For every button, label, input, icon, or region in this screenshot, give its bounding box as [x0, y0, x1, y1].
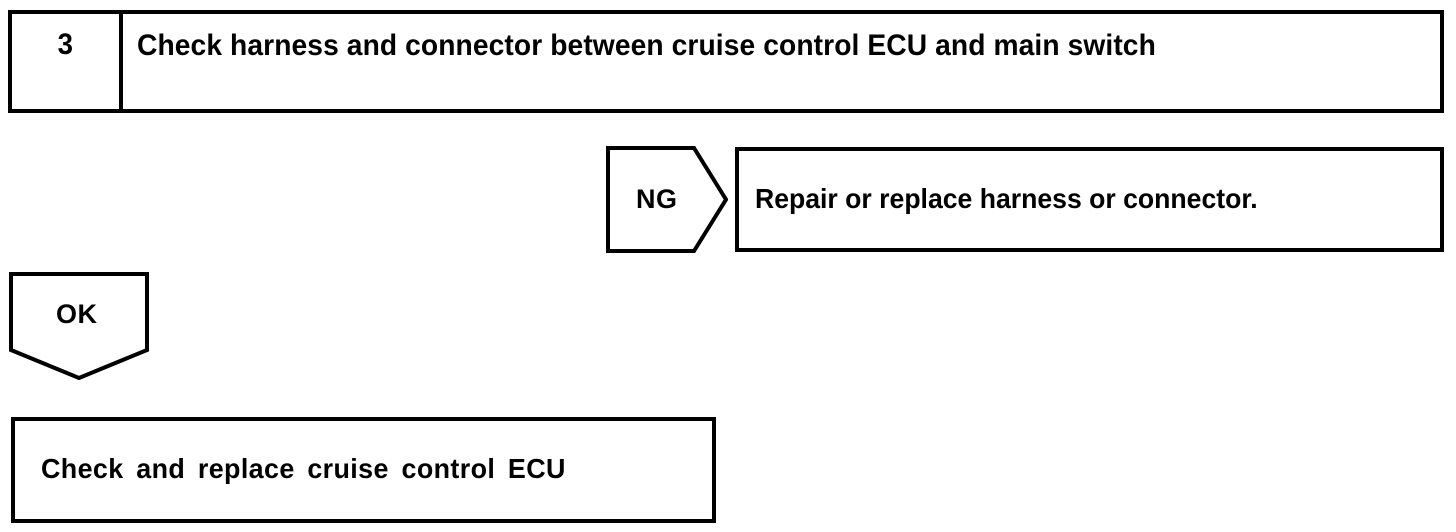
ng-result-box: Repair or replace harness or connector. — [735, 147, 1444, 252]
step-number: 3 — [57, 28, 74, 61]
ok-result-box: Check and replace cruise control ECU — [11, 417, 716, 523]
ok-result-text: Check and replace cruise control ECU — [41, 453, 566, 485]
ng-branch-label: NG — [636, 184, 678, 214]
step-title-cell: Check harness and connector between crui… — [123, 14, 1440, 109]
step-number-cell: 3 — [12, 14, 123, 109]
ng-branch-arrow: NG — [606, 146, 728, 253]
ok-branch-arrow: OK — [9, 272, 149, 380]
step-title: Check harness and connector between crui… — [137, 29, 1156, 62]
pentagon-down-icon — [9, 272, 149, 380]
ok-branch-label: OK — [56, 299, 98, 329]
step-header-row: 3 Check harness and connector between cr… — [8, 10, 1444, 113]
ng-result-text: Repair or replace harness or connector. — [755, 182, 1258, 214]
pentagon-right-icon — [606, 146, 728, 253]
